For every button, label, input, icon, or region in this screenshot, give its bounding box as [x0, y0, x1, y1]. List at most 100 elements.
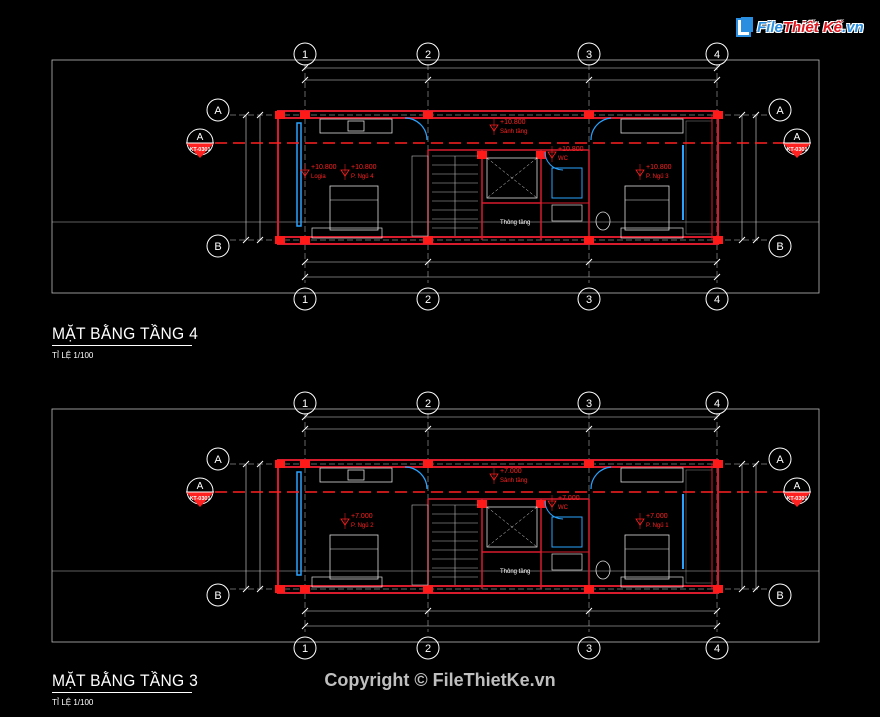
grid-bubble [416, 636, 440, 660]
structural-column [275, 111, 285, 119]
room-label-void: Thông tầng [500, 220, 530, 226]
grid-bubble [206, 583, 230, 607]
dimension-tick [738, 585, 746, 593]
level-value: +7.000 [500, 468, 522, 475]
stair-void-cross [486, 157, 538, 199]
level-value: +7.000 [558, 495, 580, 502]
glass-wall [296, 471, 302, 576]
desk [319, 118, 393, 134]
floor-hatch [685, 120, 713, 235]
grid-bubble [206, 234, 230, 258]
grid-bubble-label: B [776, 241, 783, 253]
grid-bubble-label: A [776, 454, 784, 466]
stair-railing [411, 504, 429, 586]
grid-bubble-label: 1 [302, 398, 308, 410]
stair-void-cross [486, 506, 538, 548]
dimension-tick [242, 236, 250, 244]
dimension-tick [301, 76, 309, 84]
dimension-tick [738, 460, 746, 468]
structural-column [713, 111, 723, 119]
logo-text-accent: Thiết Kế [782, 18, 843, 36]
exterior-wall-top [277, 110, 719, 119]
dimension-tick [301, 64, 309, 72]
section-letter: A [197, 481, 204, 492]
door-swing [590, 466, 612, 490]
dimension-tick [301, 413, 309, 421]
section-letter: A [197, 132, 204, 143]
section-arrow [783, 492, 811, 507]
structural-column [584, 111, 594, 119]
grid-bubble-label: 2 [425, 49, 431, 61]
grid-bubble-label: 3 [586, 49, 592, 61]
chair [347, 469, 365, 481]
toilet [595, 211, 611, 231]
level-value: +10.800 [500, 119, 526, 126]
door-swing [544, 500, 564, 520]
dimension-tick [424, 258, 432, 266]
grid-bubble-label: 3 [586, 643, 592, 655]
room-label-wc: WC [558, 156, 569, 162]
exterior-wall-top [277, 459, 719, 468]
grid-bubble [577, 636, 601, 660]
dimension-tick [256, 460, 264, 468]
grid-bubble-label: A [776, 105, 784, 117]
structural-column [423, 111, 433, 119]
grid-bubble [705, 287, 729, 311]
grid-bubble-label: A [214, 105, 222, 117]
grid-bubble [293, 287, 317, 311]
plan-scale-floor3: TỈ LỆ 1/100 [52, 698, 94, 707]
grid-bubble-label: 2 [425, 294, 431, 306]
grid-bubble [705, 636, 729, 660]
desk [319, 467, 393, 483]
dimension-tick [585, 258, 593, 266]
plan-frame [51, 59, 820, 294]
grid-bubble-label: 4 [714, 294, 720, 306]
dimension-tick [242, 111, 250, 119]
dimension-tick [301, 622, 309, 630]
grid-bubble [293, 391, 317, 415]
dimension-tick [424, 76, 432, 84]
room-label-wc: WC [558, 505, 569, 511]
dimension-tick [585, 607, 593, 615]
dimension-tick [752, 236, 760, 244]
dimension-tick [713, 413, 721, 421]
grid-bubble-label: 2 [425, 398, 431, 410]
shoe-cabinet [311, 576, 383, 588]
dimension-tick [752, 585, 760, 593]
level-value: +10.800 [558, 146, 584, 153]
structural-column [275, 585, 285, 593]
logo-text-suffix: .vn [842, 18, 864, 36]
dimension-tick [752, 460, 760, 468]
grid-bubble [293, 636, 317, 660]
structural-column [300, 460, 310, 468]
logo-text-main: File [757, 18, 783, 36]
dimension-tick [424, 607, 432, 615]
structural-column [584, 460, 594, 468]
shoe-cabinet [620, 576, 684, 588]
bed [624, 185, 670, 231]
section-sheet: KT-0301 [786, 147, 807, 153]
grid-bubble [416, 391, 440, 415]
room-label-bedroom-left: P. Ngủ 4 [351, 173, 374, 180]
room-label-bedroom-left: P. Ngủ 2 [351, 522, 374, 529]
room-label-hall: Sảnh tầng [500, 478, 527, 484]
dimension-tick [301, 273, 309, 281]
grid-bubble-label: 3 [586, 294, 592, 306]
grid-bubble-label: 3 [586, 398, 592, 410]
section-letter: A [794, 481, 801, 492]
grid-bubble-label: A [214, 454, 222, 466]
door-swing [404, 466, 428, 490]
wash-basin [551, 553, 583, 571]
structural-column [275, 460, 285, 468]
grid-bubble [577, 42, 601, 66]
plan-scale-floor4: TỈ LỆ 1/100 [52, 351, 94, 360]
dimension-tick [713, 607, 721, 615]
logo-icon [736, 16, 754, 38]
dimension-tick [301, 258, 309, 266]
grid-bubble [705, 42, 729, 66]
plan-title-underline [52, 345, 192, 346]
section-sheet: KT-0301 [786, 496, 807, 502]
structural-column [423, 460, 433, 468]
filethietke-logo[interactable]: FileThiết Kế.vn [736, 14, 864, 40]
